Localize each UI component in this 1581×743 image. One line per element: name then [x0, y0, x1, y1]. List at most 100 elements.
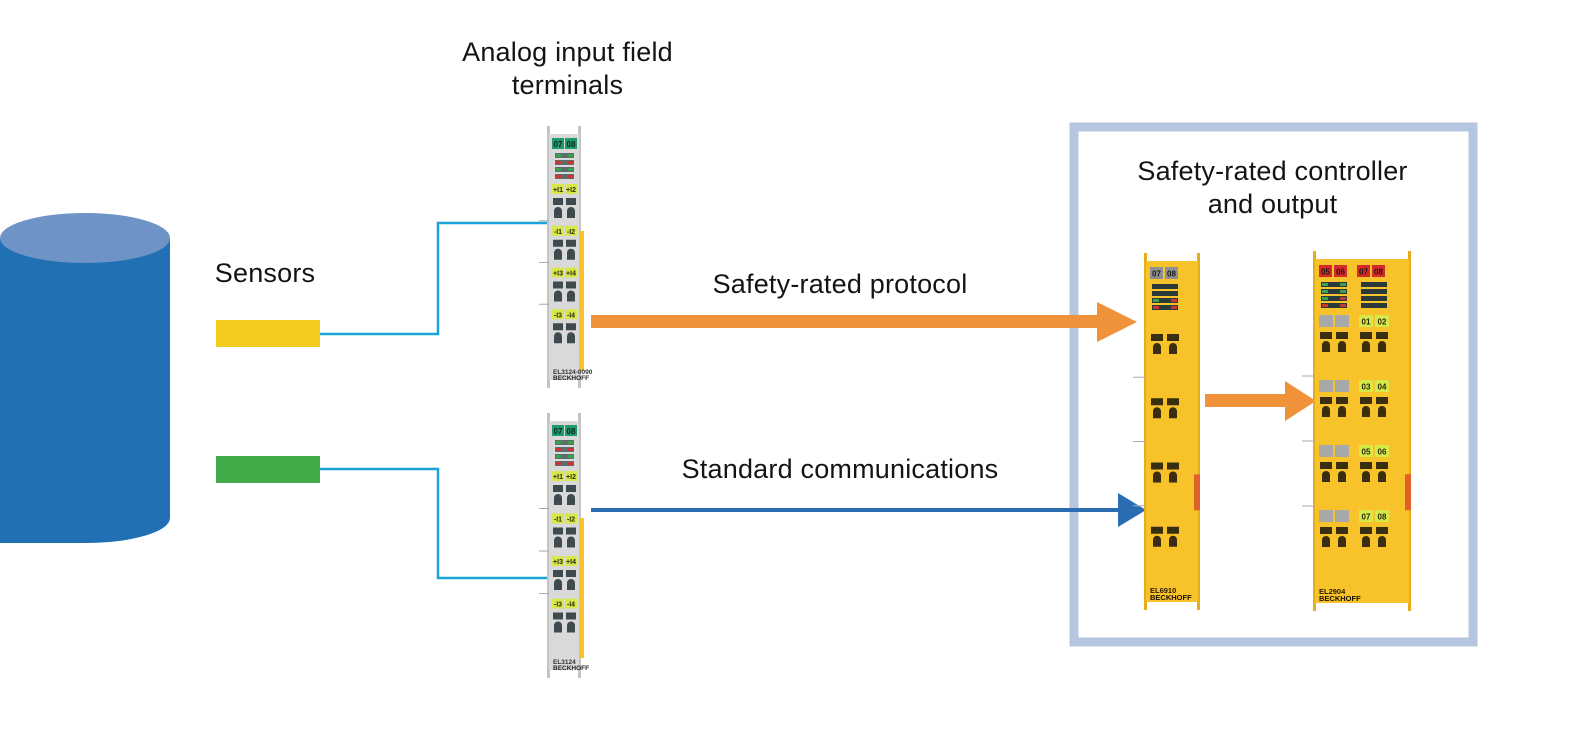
led — [556, 154, 561, 157]
contact-label-bg — [552, 471, 564, 481]
contact-label-bg — [565, 513, 577, 524]
led — [556, 175, 561, 178]
standard-comms-arrow — [591, 493, 1146, 527]
contact-hole — [1362, 471, 1370, 482]
led — [568, 462, 573, 465]
led — [556, 462, 561, 465]
led — [568, 441, 573, 444]
terminal-release-tab — [1405, 474, 1411, 511]
contact-label: +I2 — [566, 474, 576, 481]
contact-hole — [1322, 471, 1330, 482]
led — [1340, 297, 1346, 300]
spring-opening — [553, 239, 563, 247]
terminal-brand: BECKHOFF — [1150, 593, 1192, 602]
led — [1171, 292, 1177, 295]
analog-terminals-label-line-1: Analog input field — [462, 37, 673, 67]
led — [556, 441, 561, 444]
contact-label-bg — [1335, 510, 1349, 522]
led-cap — [1357, 265, 1370, 277]
terminal-rail-left — [1144, 253, 1147, 610]
led-cap-label: 07 — [554, 427, 563, 436]
contact-hole — [554, 207, 562, 218]
standard-comms-label: Standard communications — [681, 454, 999, 484]
led-cap-label: 05 — [1321, 268, 1330, 277]
terminal-release-tab — [1194, 474, 1200, 511]
spring-opening — [553, 198, 563, 205]
spring-opening — [553, 485, 563, 492]
led — [568, 161, 573, 164]
contact-hole — [554, 332, 562, 344]
terminal-model: EL6910 — [1150, 586, 1176, 595]
led — [1153, 306, 1159, 309]
contact-label: +I2 — [566, 187, 576, 194]
terminal-rail-left — [547, 413, 550, 678]
spring-opening — [1360, 332, 1372, 339]
cylinder-body — [0, 238, 170, 543]
terminal-model: EL3124-0090 — [553, 369, 593, 376]
contact-label-bg — [1319, 445, 1333, 457]
sensor-green — [216, 456, 320, 483]
contact-hole — [1169, 343, 1177, 354]
contact-hole — [567, 290, 575, 302]
contact-label-bg — [565, 309, 577, 320]
contact-hole — [554, 494, 562, 505]
safety-arrow-head — [1097, 302, 1137, 342]
spring-opening — [1336, 397, 1348, 404]
contact-hole — [1378, 536, 1386, 547]
led-cap-label: 08 — [567, 140, 576, 149]
contact-hole — [1153, 343, 1161, 354]
spring-opening — [1151, 398, 1163, 406]
contact-label-bg — [565, 556, 577, 566]
contact-label-bg — [1359, 445, 1373, 457]
led — [1152, 305, 1178, 310]
led — [1321, 296, 1347, 301]
analog-terminals-label-line-2: terminals — [511, 70, 624, 100]
output-arrow-head — [1285, 381, 1316, 421]
led-cap-label: 07 — [554, 140, 563, 149]
contact-label-bg — [1319, 510, 1333, 522]
spring-opening — [553, 570, 563, 577]
terminal-body — [1315, 259, 1409, 603]
contact-hole — [1338, 406, 1346, 417]
led-cap — [1334, 265, 1347, 277]
led — [1171, 299, 1177, 302]
terminal-model: EL2904 — [1319, 587, 1346, 596]
contact-label-bg — [1375, 380, 1389, 392]
led — [1361, 289, 1387, 294]
terminal-side-stripe — [579, 231, 584, 371]
contact-label: -I1 — [554, 229, 562, 236]
spring-opening — [1376, 462, 1388, 469]
contact-label-bg — [552, 225, 564, 236]
led — [555, 447, 574, 452]
spring-opening — [1167, 398, 1179, 406]
contact-label: -I2 — [567, 517, 575, 524]
contact-hole — [1153, 471, 1161, 483]
terminal-brand: BECKHOFF — [1319, 594, 1361, 603]
safety-protocol-label: Safety-rated protocol — [712, 269, 968, 299]
led — [1340, 290, 1346, 293]
spring-opening — [566, 198, 576, 205]
spring-opening — [553, 323, 563, 331]
led-cap — [1165, 267, 1178, 279]
output-arrow-shaft — [1205, 394, 1287, 407]
spring-opening — [1320, 397, 1332, 404]
spring-opening — [1360, 527, 1372, 534]
led — [555, 440, 574, 445]
terminal-side-stripe — [579, 518, 584, 658]
contact-label: 04 — [1378, 383, 1387, 392]
led — [1361, 296, 1387, 301]
led — [555, 167, 574, 172]
led — [1321, 282, 1347, 287]
led-cap — [552, 425, 564, 436]
contact-label: -I4 — [567, 312, 575, 319]
led — [1322, 290, 1328, 293]
contact-hole — [567, 536, 575, 548]
contact-label-bg — [565, 267, 577, 278]
spring-opening — [1320, 527, 1332, 534]
sensors-label: Sensors — [214, 258, 316, 288]
controller-box-label: Safety-rated controller and output — [1100, 155, 1445, 221]
contact-hole — [1338, 536, 1346, 547]
led — [1153, 299, 1159, 302]
